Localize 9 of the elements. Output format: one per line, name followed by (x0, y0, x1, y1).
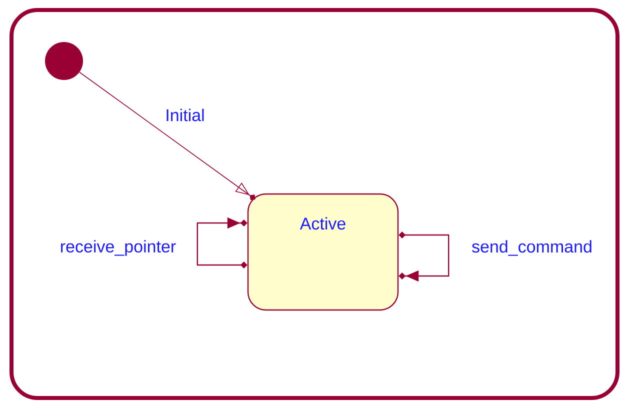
transition-label: send_command (470, 239, 594, 257)
initial-state-dot (45, 42, 83, 80)
transition-label: Initial (164, 108, 206, 122)
state-frame (10, 8, 620, 400)
transition-arrow (79, 72, 256, 200)
self-transition-arrow (196, 217, 248, 268)
state-box: Active (247, 193, 399, 311)
self-transition-arrow (398, 232, 450, 282)
transition-label: receive_pointer (58, 239, 178, 257)
